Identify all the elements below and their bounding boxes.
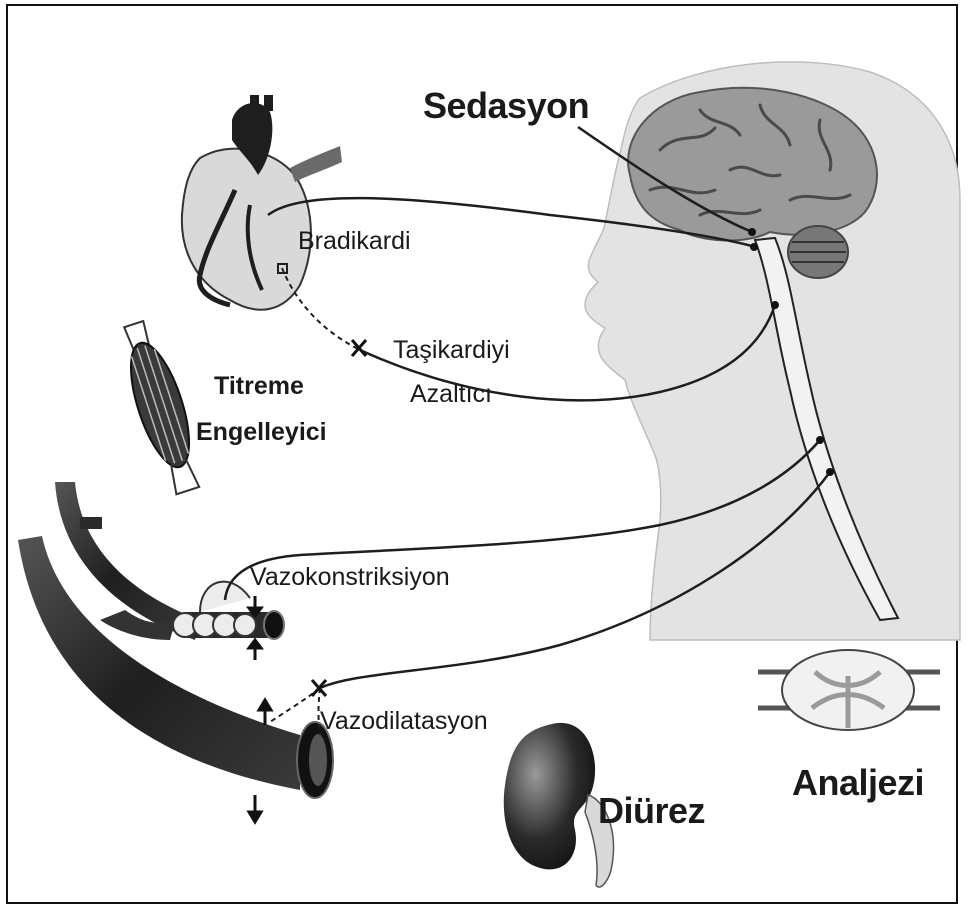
label-analgesia: Analjezi — [792, 762, 924, 804]
label-vasoconstriction: Vazokonstriksiyon — [250, 563, 450, 592]
label-shivering-line2: Engelleyici — [196, 418, 327, 447]
block-markers — [312, 340, 366, 696]
label-vasodilation: Vazodilatasyon — [320, 707, 488, 736]
label-diuresis: Diürez — [598, 790, 705, 832]
label-shivering-line1: Titreme — [214, 372, 304, 401]
muscle — [113, 317, 209, 497]
inhibitory-pathways — [270, 268, 360, 735]
heart — [182, 95, 342, 310]
spinal-cord-section — [758, 650, 940, 730]
label-tachycardia-line1: Taşikardiyi — [393, 336, 510, 365]
blood-vessels — [18, 482, 333, 798]
label-sedation: Sedasyon — [423, 85, 589, 127]
label-tachycardia-line2: Azaltıcı — [410, 380, 492, 409]
label-bradycardia: Bradikardi — [298, 227, 411, 256]
